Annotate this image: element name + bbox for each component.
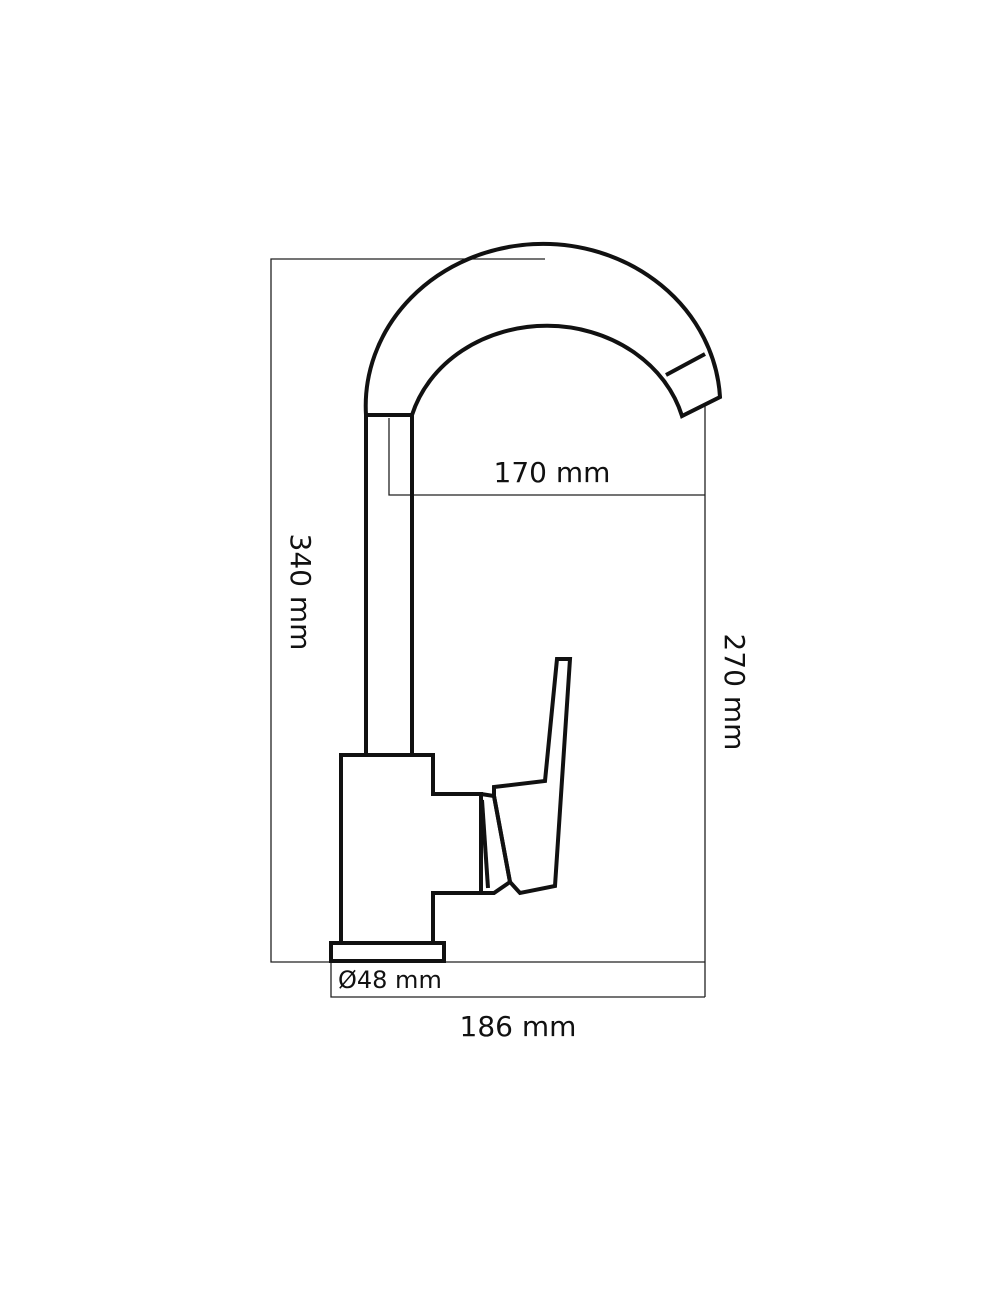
mixer-body-outline: [339, 753, 483, 943]
height-box-line: [270, 258, 705, 963]
spout-outline: [363, 241, 723, 753]
depth-line: [330, 958, 705, 998]
dimension-labels: 170 mm 340 mm 270 mm Ø48 mm 186 mm: [284, 456, 751, 1043]
spout-tip-line: [665, 352, 706, 377]
base-plate: [329, 941, 446, 963]
cartridge-inner-line: [480, 799, 490, 889]
spout-height-label: 270 mm: [718, 634, 751, 751]
total-height-label: 340 mm: [284, 534, 317, 651]
lever-handle: [492, 657, 573, 896]
total-depth-label: 186 mm: [460, 1010, 577, 1043]
faucet-drawing: [329, 241, 723, 963]
spout-reach-label: 170 mm: [494, 456, 611, 489]
base-diameter-label: Ø48 mm: [338, 966, 442, 994]
spout-reach-line: [388, 418, 705, 496]
dimension-lines: [270, 258, 706, 998]
